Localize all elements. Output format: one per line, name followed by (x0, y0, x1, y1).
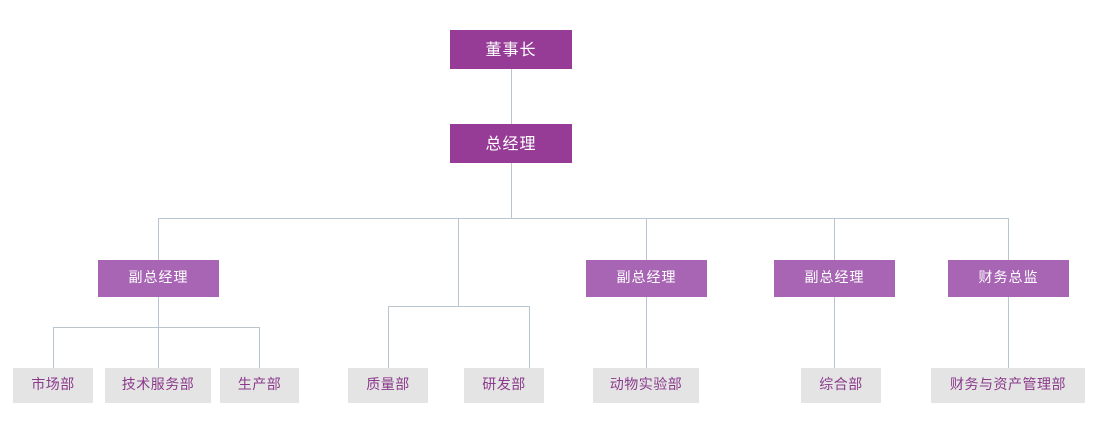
connector-bus-to-cfo (1008, 218, 1009, 260)
connector-subbus-to-tech-service (158, 327, 159, 368)
node-vp-2[interactable]: 副总经理 (586, 260, 707, 297)
connector-bus-to-mid-branch (458, 218, 459, 306)
node-dept-rnd[interactable]: 研发部 (464, 368, 544, 403)
connector-vp1-to-subbus (158, 297, 159, 327)
connector-chairman-to-gm (511, 69, 512, 124)
connector-subbus-to-marketing (53, 327, 54, 368)
connector-bus-to-vp1 (158, 218, 159, 260)
node-dept-tech-service[interactable]: 技术服务部 (105, 368, 211, 403)
connector-vp2-to-animal-lab (646, 297, 647, 368)
connector-bus-to-vp2 (646, 218, 647, 260)
connector-cfo-to-finance-asset (1008, 297, 1009, 368)
connector-subbus-to-rnd (529, 306, 530, 368)
node-dept-marketing[interactable]: 市场部 (13, 368, 93, 403)
connector-mid-subbus (388, 306, 529, 307)
node-dept-production[interactable]: 生产部 (220, 368, 299, 403)
connector-vp3-to-general-affairs (834, 297, 835, 368)
node-general-manager[interactable]: 总经理 (450, 124, 572, 163)
connector-vp1-subbus (53, 327, 259, 328)
connector-gm-to-bus (511, 163, 512, 218)
node-dept-quality[interactable]: 质量部 (348, 368, 428, 403)
connector-subbus-to-production (259, 327, 260, 368)
node-chairman[interactable]: 董事长 (450, 30, 572, 69)
node-dept-finance-asset[interactable]: 财务与资产管理部 (931, 368, 1085, 403)
node-dept-general-affairs[interactable]: 综合部 (801, 368, 881, 403)
node-vp-1[interactable]: 副总经理 (98, 260, 219, 297)
node-vp-3[interactable]: 副总经理 (774, 260, 895, 297)
node-dept-animal-lab[interactable]: 动物实验部 (593, 368, 699, 403)
connector-main-bus (158, 218, 1009, 219)
node-cfo[interactable]: 财务总监 (948, 260, 1069, 297)
connector-bus-to-vp3 (834, 218, 835, 260)
connector-subbus-to-quality (388, 306, 389, 368)
